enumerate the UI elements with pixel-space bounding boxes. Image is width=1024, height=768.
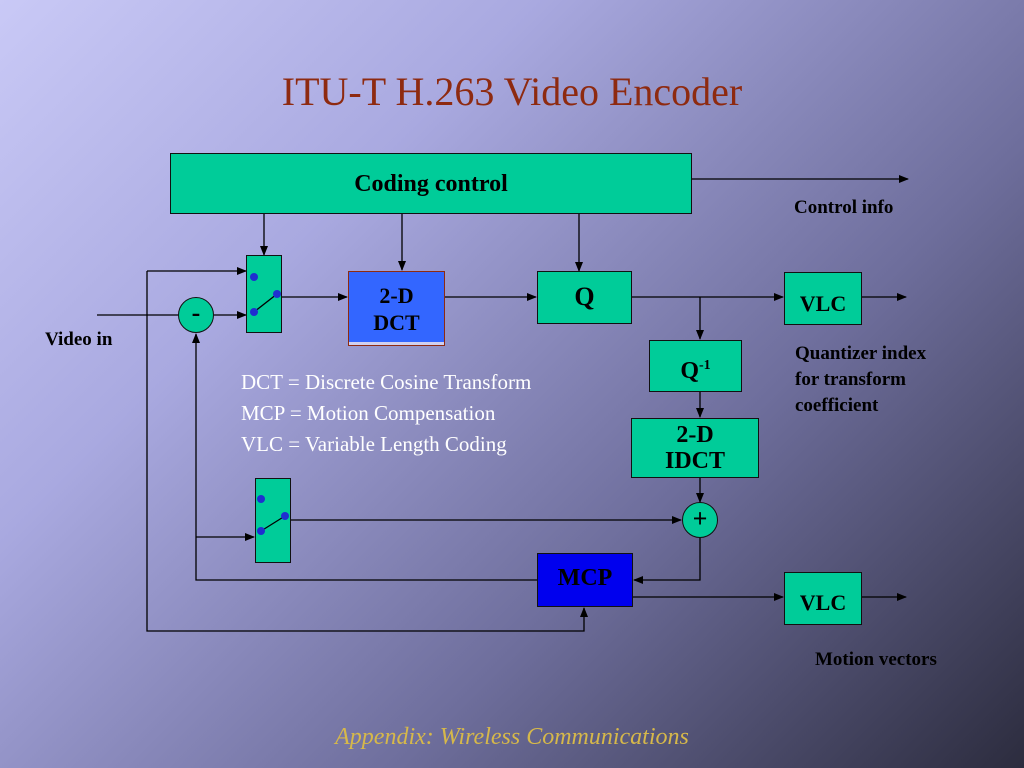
quantizer-index-line1: Quantizer index [795,343,927,364]
coding-control-label: Coding control [354,171,508,197]
inverse-quantizer-superscript: -1 [699,358,711,373]
subtractor-node: - [178,297,214,333]
switch-icon [257,495,289,535]
switch-icon [250,273,281,316]
idct-block: 2-D IDCT [631,418,759,478]
control-info-label: Control info [794,197,894,218]
inverse-quantizer-label: Q [680,358,699,384]
quantizer-index-line3: coefficient [795,395,879,416]
quantizer-block: Q [537,271,632,324]
idct-label-line1: 2-D [676,422,714,448]
dct-label-line1: 2-D [379,283,414,308]
video-to-mcp-arrow [146,271,588,632]
inverse-quantizer-block: Q-1 [649,340,742,392]
legend-mcp: MCP = Motion Compensation [241,401,496,425]
vlc-top-label: VLC [799,291,847,316]
adder-node: + [682,502,718,538]
intra-inter-switch [246,255,282,333]
quantizer-index-label: Quantizer index for transform coefficien… [795,341,926,419]
legend-dct: DCT = Discrete Cosine Transform [241,370,532,394]
mcp-label: MCP [557,565,613,591]
idct-label-line2: IDCT [664,448,725,474]
mcp-block: MCP [537,553,633,607]
vlc-bottom-label: VLC [799,590,847,615]
slide-footer: Appendix: Wireless Communications [335,724,689,750]
dct-block: 2-D DCT [348,271,445,346]
prediction-switch [255,478,291,563]
quantizer-index-line2: for transform [795,369,906,390]
vlc-motion-block: VLC [784,572,862,625]
add-to-mcp-arrow [633,538,701,584]
add-symbol: + [692,504,708,533]
dct-label-line2: DCT [373,310,420,335]
motion-vectors-label: Motion vectors [815,649,937,670]
quantizer-label: Q [574,282,595,311]
slide-title: ITU-T H.263 Video Encoder [281,69,743,114]
mcp-to-subtract-arrow [192,333,537,581]
video-in-label: Video in [45,329,113,350]
legend-vlc: VLC = Variable Length Coding [241,432,507,456]
coding-control-block: Coding control [170,153,692,214]
subtract-symbol: - [191,298,201,327]
abbreviation-legend: DCT = Discrete Cosine Transform MCP = Mo… [241,367,531,460]
vlc-coefficient-block: VLC [784,272,862,325]
